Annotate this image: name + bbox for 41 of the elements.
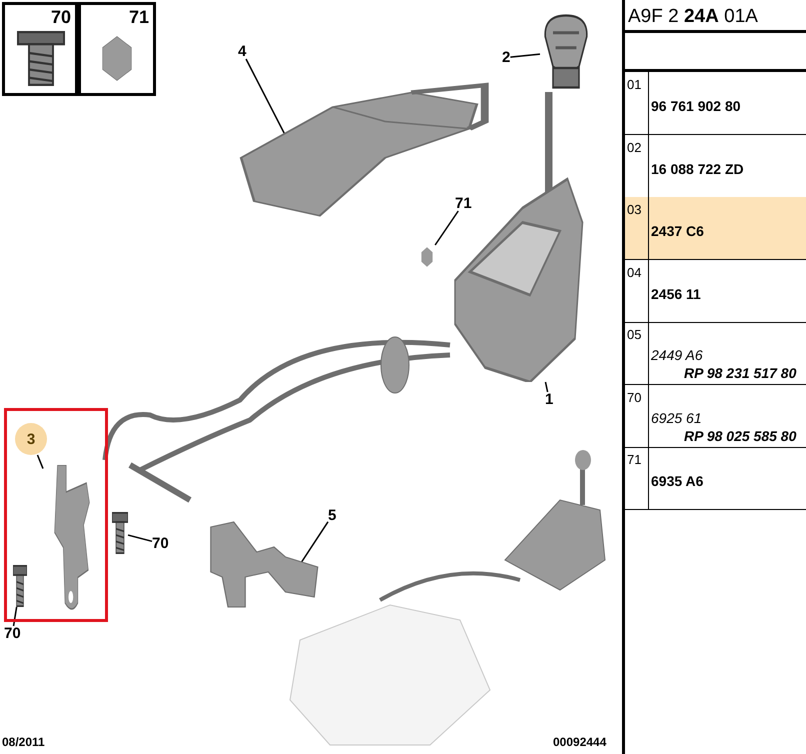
row-number: 71 [627, 452, 642, 467]
footer-text: 00092444 [553, 735, 606, 749]
part-number: RP 98 231 517 80 [684, 365, 796, 381]
row-number: 04 [627, 265, 642, 280]
row-number: 02 [627, 140, 642, 155]
row-number: 05 [627, 327, 642, 342]
highlight-frame [4, 408, 108, 622]
leader-line [434, 210, 459, 246]
part-number: RP 98 025 585 80 [684, 428, 796, 444]
callout-number: 70 [50, 8, 71, 26]
callout-number: 71 [455, 196, 472, 211]
row-number: 03 [627, 202, 642, 217]
callout-number: 4 [238, 44, 246, 59]
part-number: 6925 61 [651, 410, 702, 426]
part-number: 2456 11 [651, 286, 701, 302]
footer-text: 08/2011 [2, 735, 45, 749]
callout-number: 70 [152, 536, 169, 551]
callout-number: 71 [128, 8, 149, 26]
screw-drawing [13, 565, 27, 607]
leader-line [544, 382, 548, 392]
inset-panel [78, 2, 156, 96]
callout-number: 1 [545, 392, 554, 407]
callout-number: 2 [502, 50, 510, 65]
part-number: 96 761 902 80 [651, 98, 741, 114]
inset-panel [2, 2, 78, 96]
part-number: 16 088 722 ZD [651, 161, 744, 177]
leader-line [510, 53, 540, 58]
leader-line [128, 534, 152, 542]
row-number: 70 [627, 390, 642, 405]
leader-line [36, 454, 44, 469]
callout-number: 3 [15, 423, 47, 455]
callout-number: 5 [328, 508, 336, 523]
leader-line [12, 606, 18, 626]
diagram-code: A9F 2 24A 01A [628, 6, 758, 28]
leader-line [300, 521, 329, 562]
row-number: 01 [627, 77, 642, 92]
part-number: 6935 A6 [651, 473, 704, 489]
part-number: 2449 A6 [651, 347, 703, 363]
screw-drawing [112, 512, 128, 554]
part-number: 2437 C6 [651, 223, 704, 239]
callout-number: 70 [4, 626, 21, 641]
